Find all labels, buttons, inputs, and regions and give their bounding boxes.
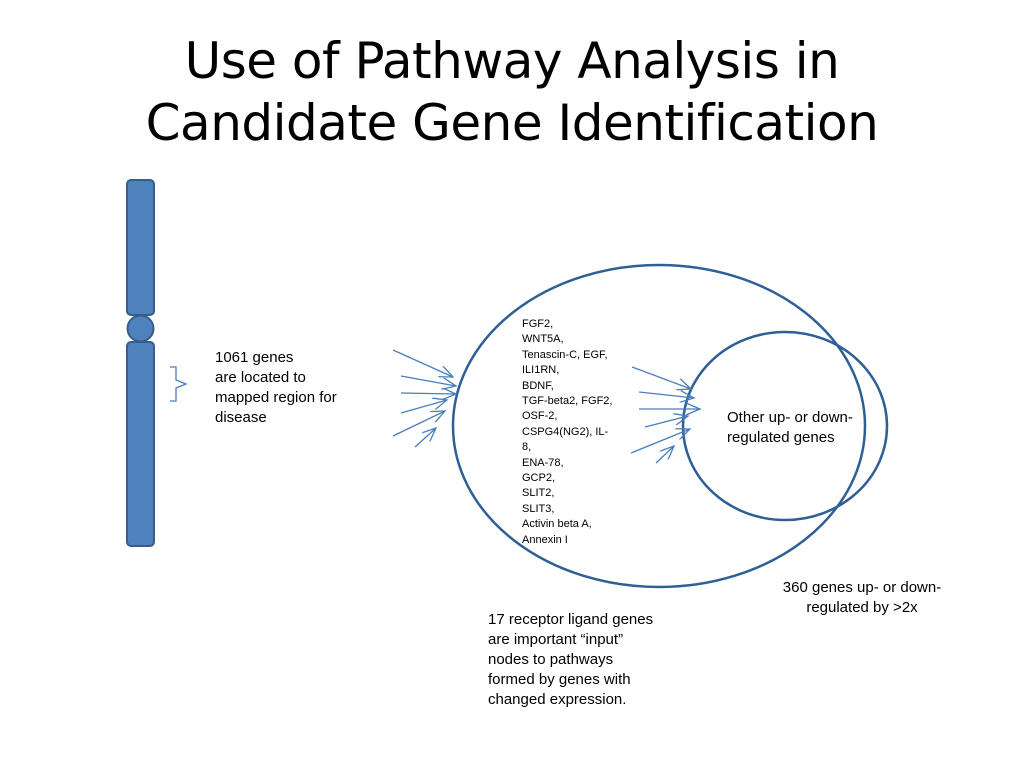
title-line-2: Candidate Gene Identification (145, 94, 879, 152)
left-arrows (392, 349, 456, 448)
gene-list-item: Annexin I (522, 533, 568, 546)
slide-title: Use of Pathway Analysis in Candidate Gen… (0, 30, 1024, 154)
gene-list-item: 8, (522, 441, 532, 454)
arrow (400, 400, 447, 414)
gene-list-item: GCP2, (522, 472, 556, 485)
chromosome-centromere (126, 314, 155, 343)
gene-list-item: CSPG4(NG2), IL- (522, 425, 609, 438)
receptor-note-label: 17 receptor ligand genes are important “… (488, 611, 654, 708)
gene-list-item: WNT5A, (522, 333, 564, 346)
gene-list-item: SLIT3, (522, 502, 555, 515)
chromosome-lower-arm (126, 341, 155, 547)
inner-circle (681, 330, 889, 522)
arrow (630, 429, 690, 454)
chromosome-icon (126, 179, 155, 547)
arrow (392, 349, 453, 377)
gene-list-item: Tenascin-C, EGF, (522, 348, 608, 361)
arrow (644, 416, 688, 428)
genes-count-label: 1061 genes are located to mapped region … (215, 349, 337, 426)
gene-list-item: FGF2, (522, 318, 554, 330)
outer-circle-label: 360 genes up- or down- regulated by >2x (782, 579, 942, 616)
gene-list-item: Activin beta A, (522, 518, 592, 531)
arrow (400, 375, 456, 386)
chromosome-upper-arm (126, 179, 155, 316)
gene-list-item: SLIT2, (522, 487, 555, 500)
arrow (631, 366, 691, 389)
gene-list-item: ENA-78, (522, 456, 564, 469)
arrow (392, 411, 445, 437)
receptor-ligand-gene-list: FGF2, WNT5A, Tenascin-C, EGF, ILI1RN, BDNF, T… (522, 317, 632, 548)
inner-circle-label: Other up- or down- regulated genes (727, 409, 853, 446)
arrow (638, 392, 694, 398)
right-arrows (630, 366, 700, 464)
outer-circle (451, 263, 867, 589)
arrow (414, 428, 436, 448)
region-bracket (170, 366, 188, 402)
arrow (655, 446, 674, 464)
gene-list-item: BDNF, (522, 379, 554, 392)
gene-list-item: OSF-2, (522, 410, 558, 423)
arrow (400, 393, 456, 394)
gene-list-item: TGF-beta2, FGF2, (522, 395, 613, 408)
title-line-1: Use of Pathway Analysis in (184, 32, 840, 90)
gene-list-item: ILI1RN, (522, 364, 560, 377)
